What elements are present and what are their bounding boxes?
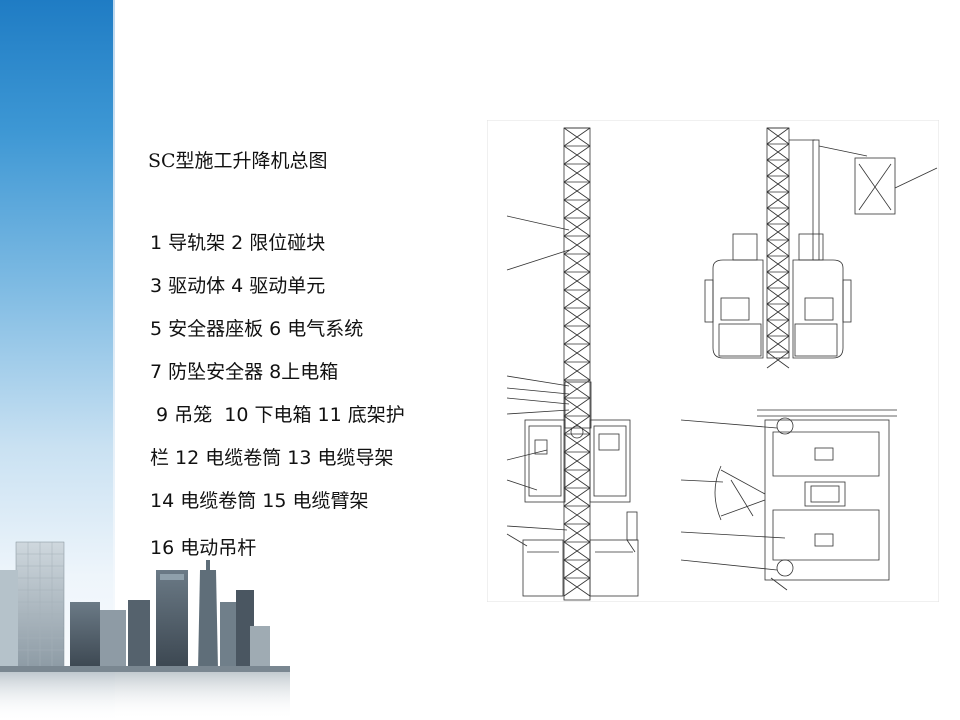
city-skyline-decoration (0, 541, 290, 720)
elevator-plan-view (680, 409, 897, 591)
legend-line-8: 16 电动吊杆 (150, 537, 257, 559)
elevator-technical-drawing (487, 120, 939, 602)
legend-line-6: 栏 12 电缆卷筒 13 电缆导架 (150, 447, 394, 469)
legend-line-1: 1 导轨架 2 限位碰块 (150, 232, 326, 254)
legend-line-4: 7 防坠安全器 8上电箱 (150, 361, 339, 383)
mast-lattice (563, 127, 591, 597)
legend-line-7: 14 电缆卷筒 15 电缆臂架 (150, 490, 369, 512)
slide-title: SC型施工升降机总图 (148, 150, 328, 172)
front-lattice (766, 127, 790, 369)
legend-line-3: 5 安全器座板 6 电气系统 (150, 318, 364, 340)
sidebar-edge (113, 0, 115, 720)
legend-line-2: 3 驱动体 4 驱动单元 (150, 275, 326, 297)
elevator-side-view (506, 127, 639, 601)
legend-line-5: 9 吊笼 10 下电箱 11 底架护 (150, 404, 405, 426)
elevator-front-view (704, 127, 938, 369)
